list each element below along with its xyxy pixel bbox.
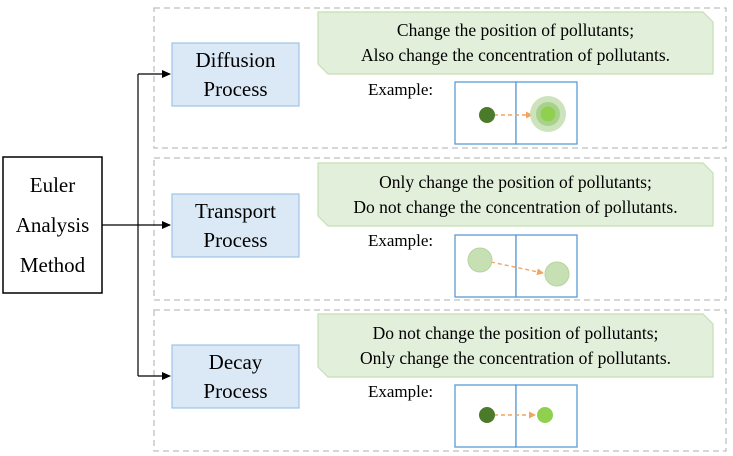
process-label-line: Process	[203, 378, 268, 403]
transport-note-text: Only change the position of pollutants; …	[318, 163, 713, 226]
diffusion-process-label: Diffusion Process	[172, 43, 299, 106]
note-line: Do not change the concentration of pollu…	[353, 196, 678, 217]
process-label-line: Decay	[208, 349, 263, 374]
note-line: Only change the concentration of polluta…	[359, 347, 672, 368]
transport-panel	[153, 157, 727, 301]
diffusion-from-particle	[479, 107, 495, 123]
transport-process-label: Transport Process	[172, 194, 299, 257]
note-line: Also change the concentration of polluta…	[360, 45, 671, 65]
transport-process-box	[171, 193, 300, 258]
decay-example-label: Example:	[368, 382, 434, 401]
diffusion-note-shape	[317, 11, 714, 75]
decay-example-cells	[454, 384, 578, 448]
diffusion-to-particle	[540, 106, 556, 122]
decay-process-box	[171, 344, 300, 409]
decay-note-text: Do not change the position of pollutants…	[318, 314, 713, 377]
process-label-line: Diffusion	[195, 47, 276, 72]
decay-from-particle	[479, 407, 495, 423]
process-label-line: Process	[203, 227, 268, 252]
diffusion-process-box	[171, 42, 300, 107]
transport-example-label: Example:	[368, 231, 434, 250]
note-line: Do not change the position of pollutants…	[372, 322, 659, 343]
euler-method-box	[2, 156, 103, 294]
decay-process-label: Decay Process	[172, 345, 299, 408]
process-label-line: Process	[203, 76, 268, 101]
transport-note-shape	[317, 162, 714, 227]
decay-to-particle	[537, 407, 553, 423]
root-label-line: Euler	[29, 173, 76, 197]
process-label-line: Transport	[195, 198, 276, 223]
transport-from-particle	[467, 247, 493, 273]
decay-panel	[153, 309, 727, 452]
diffusion-example-label: Example:	[368, 80, 434, 99]
diffusion-panel	[153, 7, 727, 149]
diffusion-note-text: Change the position of pollutants; Also …	[318, 12, 713, 74]
root-label-line: Analysis	[15, 213, 90, 237]
transport-to-particle	[544, 261, 570, 287]
connector-lines	[102, 70, 171, 380]
root-label-line: Method	[19, 253, 86, 277]
note-line: Only change the position of pollutants;	[379, 171, 652, 192]
transport-example-cells	[454, 234, 578, 298]
decay-note-shape	[317, 313, 714, 378]
transport-example-arrow	[490, 261, 544, 276]
note-line: Change the position of pollutants;	[396, 20, 635, 40]
root-label: Euler Analysis Method	[3, 157, 102, 293]
